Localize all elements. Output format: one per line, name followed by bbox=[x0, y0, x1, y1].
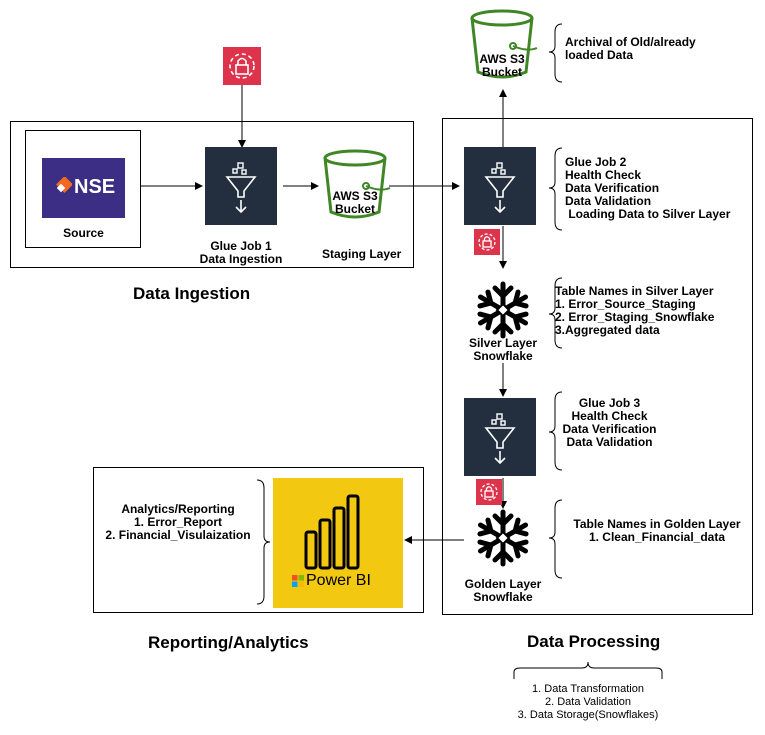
brace-golden bbox=[548, 499, 563, 579]
silver-layer-label: Silver Layer Snowflake bbox=[468, 336, 538, 363]
s3-archive-bucket-icon bbox=[470, 9, 538, 79]
source-label: Source bbox=[63, 226, 104, 240]
nse-emblem-icon bbox=[56, 177, 72, 193]
silver-snowflake-icon bbox=[477, 281, 529, 339]
staging-layer-label: Staging Layer bbox=[322, 247, 402, 261]
processing-summary: 1. Data Transformation 2. Data Validatio… bbox=[517, 683, 659, 721]
glue-job-1-title: Glue Job 1 bbox=[210, 239, 272, 253]
s3-archive-line1: AWS S3 bbox=[479, 52, 525, 66]
glue-job-2-icon bbox=[464, 147, 536, 225]
brace-glue2 bbox=[548, 147, 563, 231]
s3-archive-line2: Bucket bbox=[481, 65, 522, 79]
golden-layer-label: Golden Layer Snowflake bbox=[464, 577, 542, 604]
source-inner-box bbox=[25, 130, 141, 248]
nse-logo: NSE bbox=[42, 158, 125, 218]
powerbi-bars-icon bbox=[304, 494, 360, 570]
kms-key-icon-golden bbox=[476, 479, 502, 505]
glue-job-1-icon bbox=[205, 147, 277, 225]
data-ingestion-title: Data Ingestion bbox=[133, 284, 251, 303]
data-processing-title: Data Processing bbox=[527, 632, 661, 651]
glue-job-3-notes: Glue Job 3 Health Check Data Verificatio… bbox=[562, 396, 657, 449]
archive-note: Archival of Old/already loaded Data bbox=[565, 35, 696, 62]
nse-logo-text: NSE bbox=[74, 176, 116, 198]
brace-silver bbox=[548, 277, 563, 349]
golden-snowflake-icon bbox=[477, 509, 529, 567]
processing-section-box bbox=[442, 118, 753, 615]
silver-layer-notes: Table Names in Silver Layer 1. Error_Sou… bbox=[555, 284, 715, 337]
glue-job-2-notes: Glue Job 2 Health Check Data Verificatio… bbox=[565, 155, 731, 221]
s3-staging-line2: Bucket bbox=[334, 202, 375, 216]
s3-staging-bucket-icon bbox=[323, 149, 391, 219]
brace-archive bbox=[548, 23, 563, 83]
reporting-notes: Analytics/Reporting 1. Error_Report 2. F… bbox=[105, 502, 251, 542]
kms-key-icon-top bbox=[223, 47, 261, 85]
glue-job-1-subtitle: Data Ingestion bbox=[199, 252, 283, 266]
powerbi-label: Power BI bbox=[306, 572, 371, 589]
golden-layer-notes: Table Names in Golden Layer 1. Clean_Fin… bbox=[573, 517, 741, 544]
s3-archive-bucket-label: AWS S3 Bucket bbox=[467, 53, 537, 79]
brace-summary bbox=[513, 661, 663, 679]
brace-reporting bbox=[256, 479, 271, 605]
s3-staging-bucket-label: AWS S3 Bucket bbox=[320, 190, 390, 216]
kms-key-icon-silver bbox=[474, 229, 500, 255]
reporting-analytics-title: Reporting/Analytics bbox=[148, 633, 309, 652]
powerbi-logo-icon bbox=[292, 575, 304, 587]
s3-staging-line1: AWS S3 bbox=[332, 189, 378, 203]
ingestion-section-box bbox=[10, 121, 414, 268]
glue-job-1-label: Glue Job 1 Data Ingestion bbox=[185, 240, 297, 266]
brace-glue3 bbox=[548, 391, 563, 471]
powerbi-tile: Power BI bbox=[273, 478, 403, 608]
glue-job-3-icon bbox=[464, 398, 536, 476]
